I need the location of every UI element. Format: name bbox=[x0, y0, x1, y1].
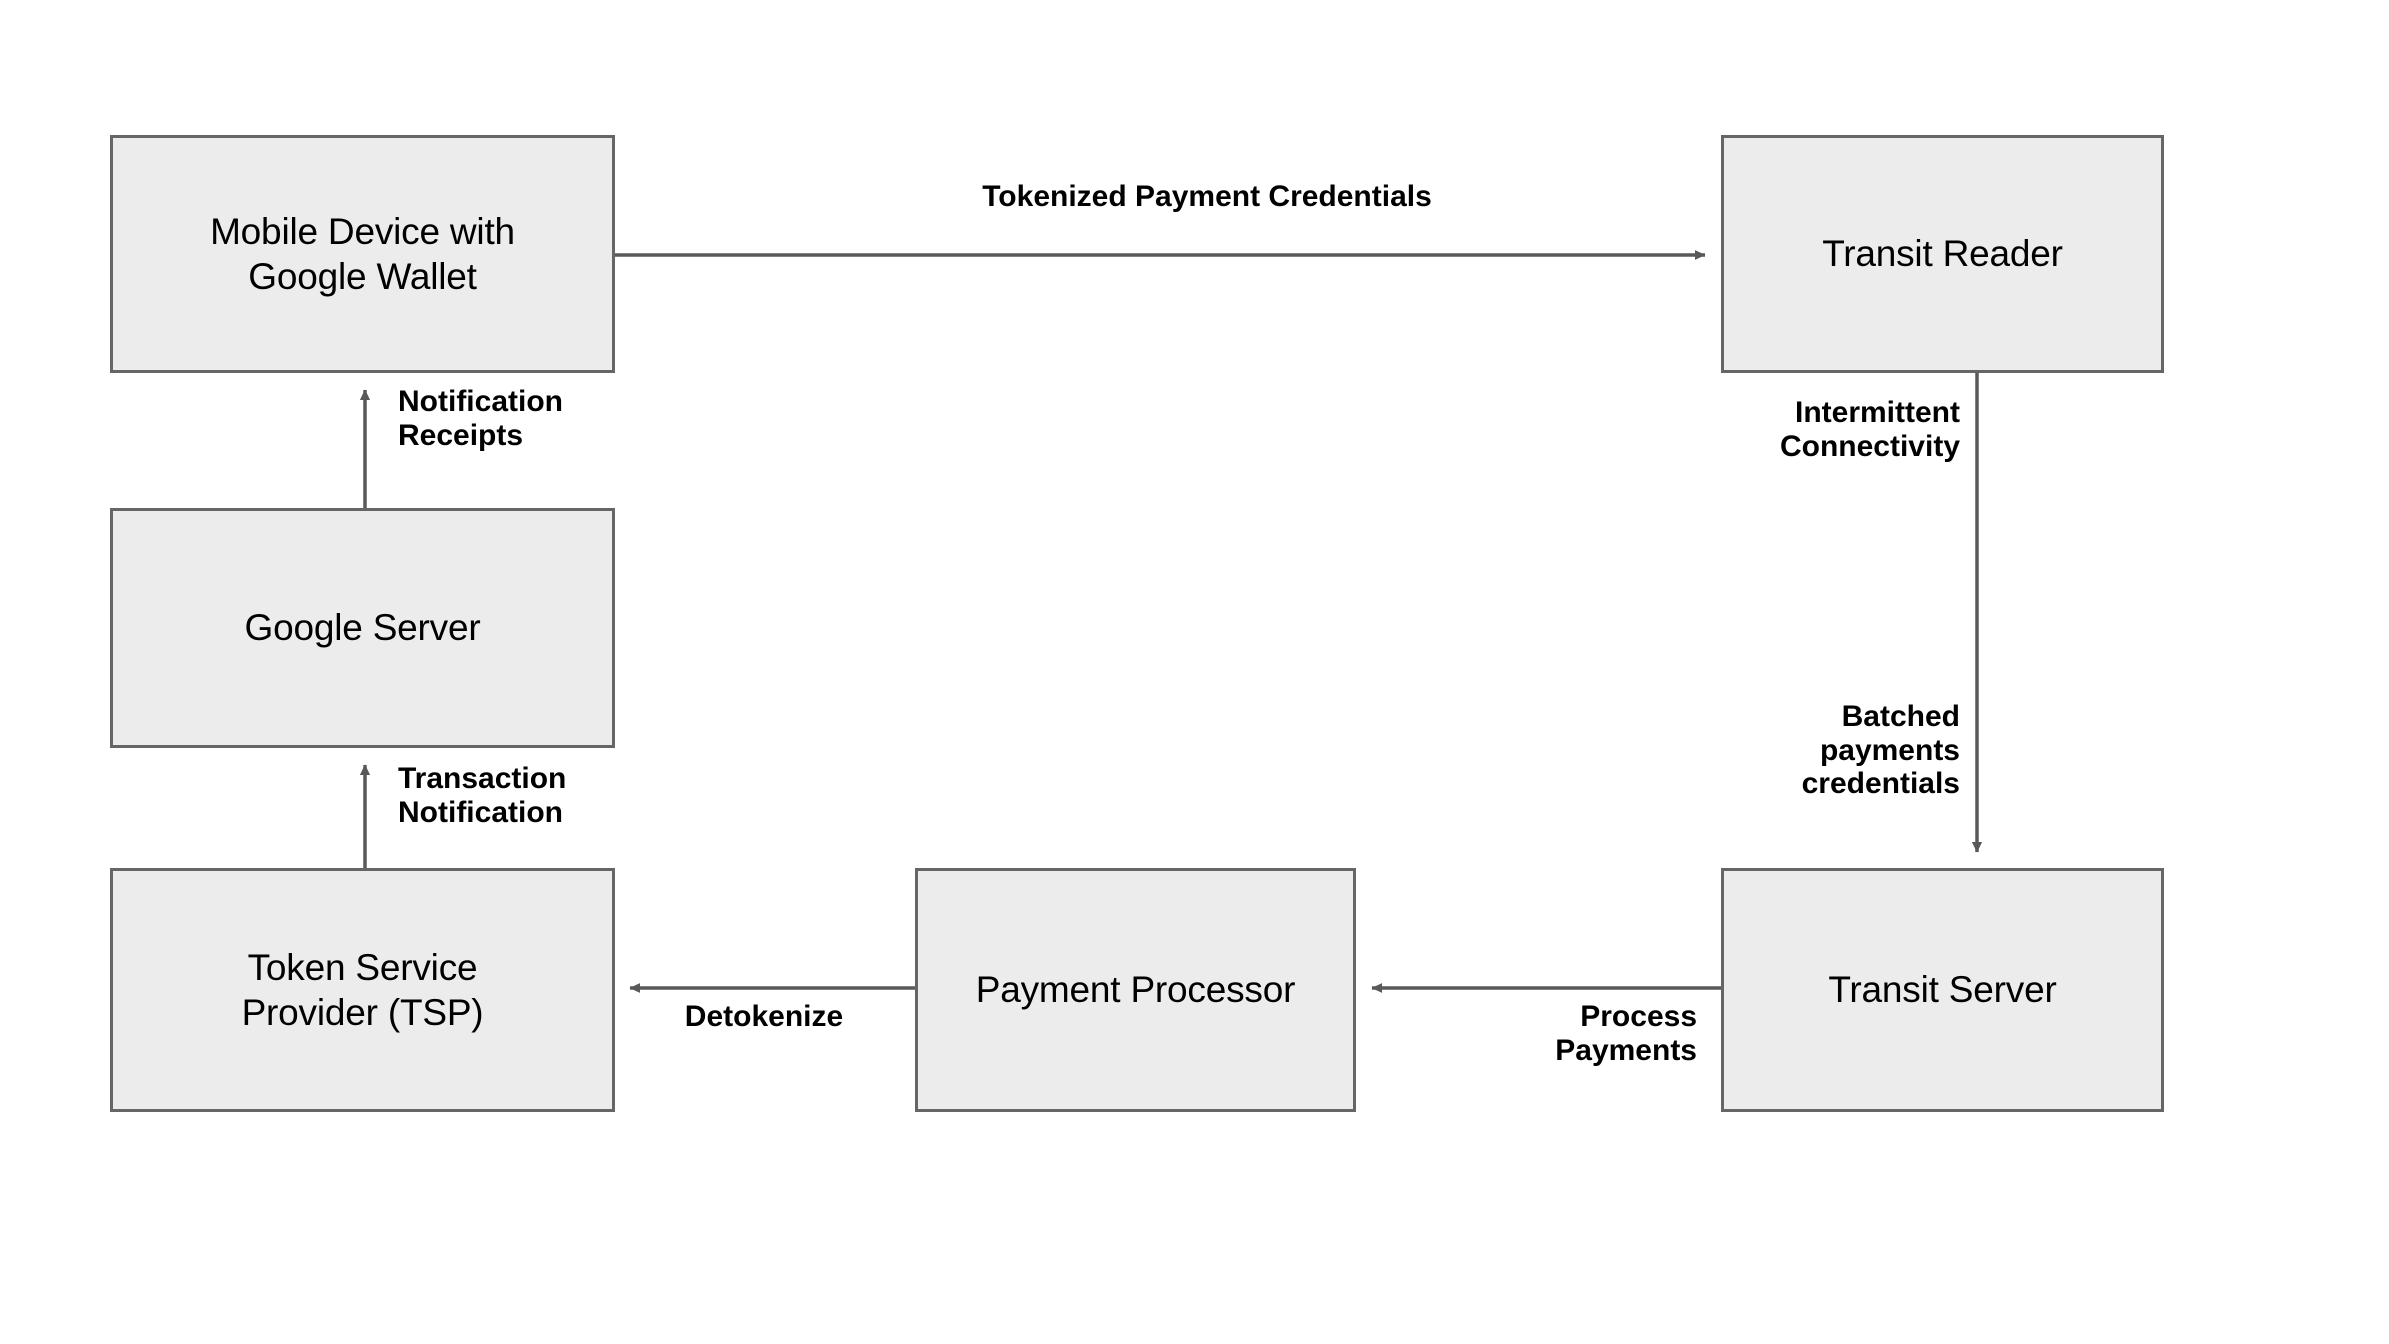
node-transit-reader[interactable]: Transit Reader bbox=[1721, 135, 2164, 373]
edge-label-detokenize: Detokenize bbox=[684, 1000, 844, 1033]
edge-label-tokenized-payment-credentials: Tokenized Payment Credentials bbox=[982, 180, 1432, 213]
node-mobile-device[interactable]: Mobile Device with Google Wallet bbox=[110, 135, 615, 373]
node-payment-processor[interactable]: Payment Processor bbox=[915, 868, 1356, 1112]
node-google-server[interactable]: Google Server bbox=[110, 508, 615, 748]
edge-label-process-payments: Process Payments bbox=[1555, 1000, 1697, 1067]
node-token-service-provider[interactable]: Token Service Provider (TSP) bbox=[110, 868, 615, 1112]
node-transit-reader-label: Transit Reader bbox=[1822, 233, 2063, 275]
edge-label-intermittent-connectivity: Intermittent Connectivity bbox=[1779, 396, 1960, 463]
node-transit-server-label: Transit Server bbox=[1828, 969, 2057, 1011]
edge-label-notification-receipts: Notification Receipts bbox=[398, 385, 563, 452]
edge-label-batched-payments-credentials: Batched payments credentials bbox=[1801, 700, 1960, 801]
node-payment-processor-label: Payment Processor bbox=[975, 969, 1296, 1011]
node-transit-server[interactable]: Transit Server bbox=[1721, 868, 2164, 1112]
node-mobile-device-label: Mobile Device with Google Wallet bbox=[210, 210, 515, 297]
edge-label-transaction-notification: Transaction Notification bbox=[398, 762, 567, 829]
node-token-service-provider-label: Token Service Provider (TSP) bbox=[241, 946, 484, 1033]
node-google-server-label: Google Server bbox=[244, 607, 481, 649]
